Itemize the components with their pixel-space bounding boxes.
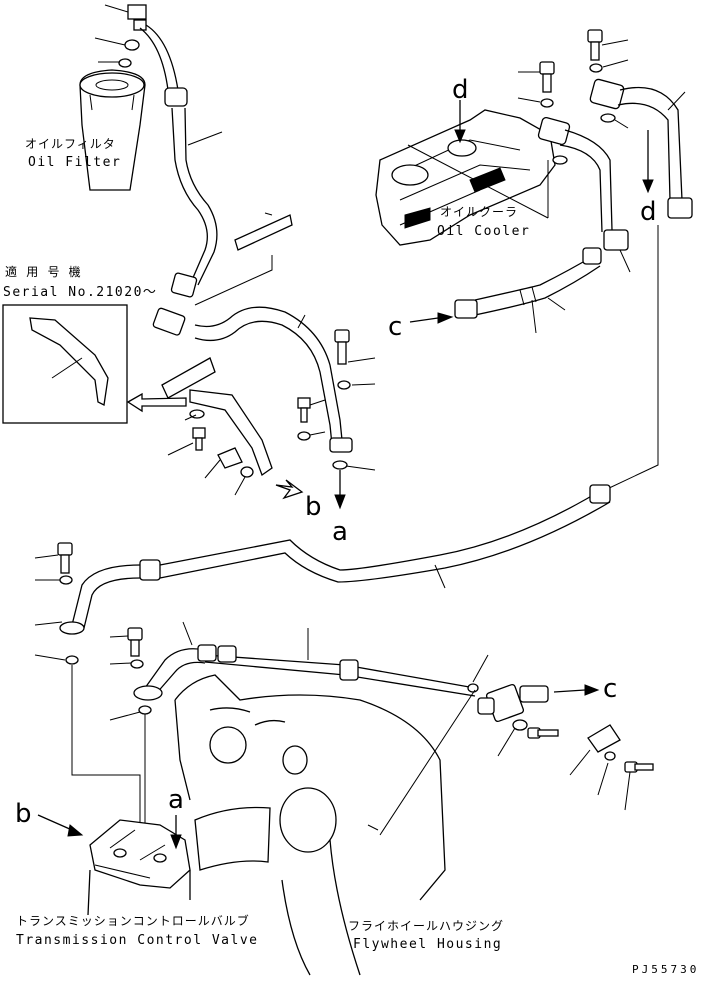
right-fitting: [467, 683, 654, 773]
ref-b-lower: b: [15, 799, 32, 829]
arrow-c-upper-icon: [437, 312, 454, 324]
transmission-control-valve: [87, 819, 191, 916]
arrow-d-right-icon: [642, 179, 654, 194]
ref-a-lower: a: [168, 785, 184, 815]
serial-inset-box: [2, 304, 128, 424]
valve-label-jp: トランスミッションコントロールバルブ: [16, 913, 250, 928]
cooler-bolts: [537, 29, 625, 165]
valve-bolts: [127, 627, 152, 715]
inset-arrow-icon: [126, 392, 187, 413]
ref-d-right: d: [640, 197, 657, 227]
filter-hose: [164, 87, 218, 298]
left-bolts: [57, 542, 79, 665]
oil-filter: [79, 58, 146, 191]
ref-c-upper: c: [388, 312, 402, 342]
oil-cooler: [375, 109, 556, 246]
ref-c-lower: c: [603, 674, 617, 704]
oil-filter-label-jp: オイルフィルタ: [25, 137, 116, 151]
ref-d-cooler: d: [452, 75, 469, 105]
oil-filter-label-en: Oil Filter: [28, 155, 121, 170]
center-bolts: [189, 329, 351, 478]
ref-b-upper: b: [305, 492, 322, 522]
hose-c: [454, 247, 602, 319]
valve-label-en: Transmission Control Valve: [16, 933, 259, 948]
flywheel-housing: [174, 674, 446, 976]
serial-label-jp: 適 用 号 機: [5, 264, 82, 279]
oil-cooler-label-jp: オイルクーラ: [440, 205, 518, 219]
cooler-tube-d: [559, 86, 693, 251]
arrow-a-lower-icon: [170, 834, 182, 850]
clip-bracket: [161, 212, 293, 477]
arrow-b-icon: [275, 479, 304, 500]
arrow-c-lower-icon: [584, 684, 600, 696]
flywheel-label-jp: フライホイールハウジング: [348, 919, 504, 933]
serial-label-en: Serial No.21020～: [3, 285, 157, 300]
figure-code: PJ55730: [632, 963, 699, 976]
ref-a-upper: a: [332, 517, 348, 547]
arrow-a-icon: [334, 494, 346, 510]
oil-cooler-label-en: Oil Cooler: [437, 224, 530, 239]
long-tube: [59, 484, 611, 635]
lower-tube: [133, 644, 476, 701]
flywheel-label-en: Flywheel Housing: [353, 937, 502, 952]
filter-hose-fitting: [124, 4, 179, 91]
center-tube: [152, 306, 353, 453]
arrow-b-lower-icon: [67, 824, 84, 837]
arrow-d-cooler-icon: [454, 129, 466, 144]
